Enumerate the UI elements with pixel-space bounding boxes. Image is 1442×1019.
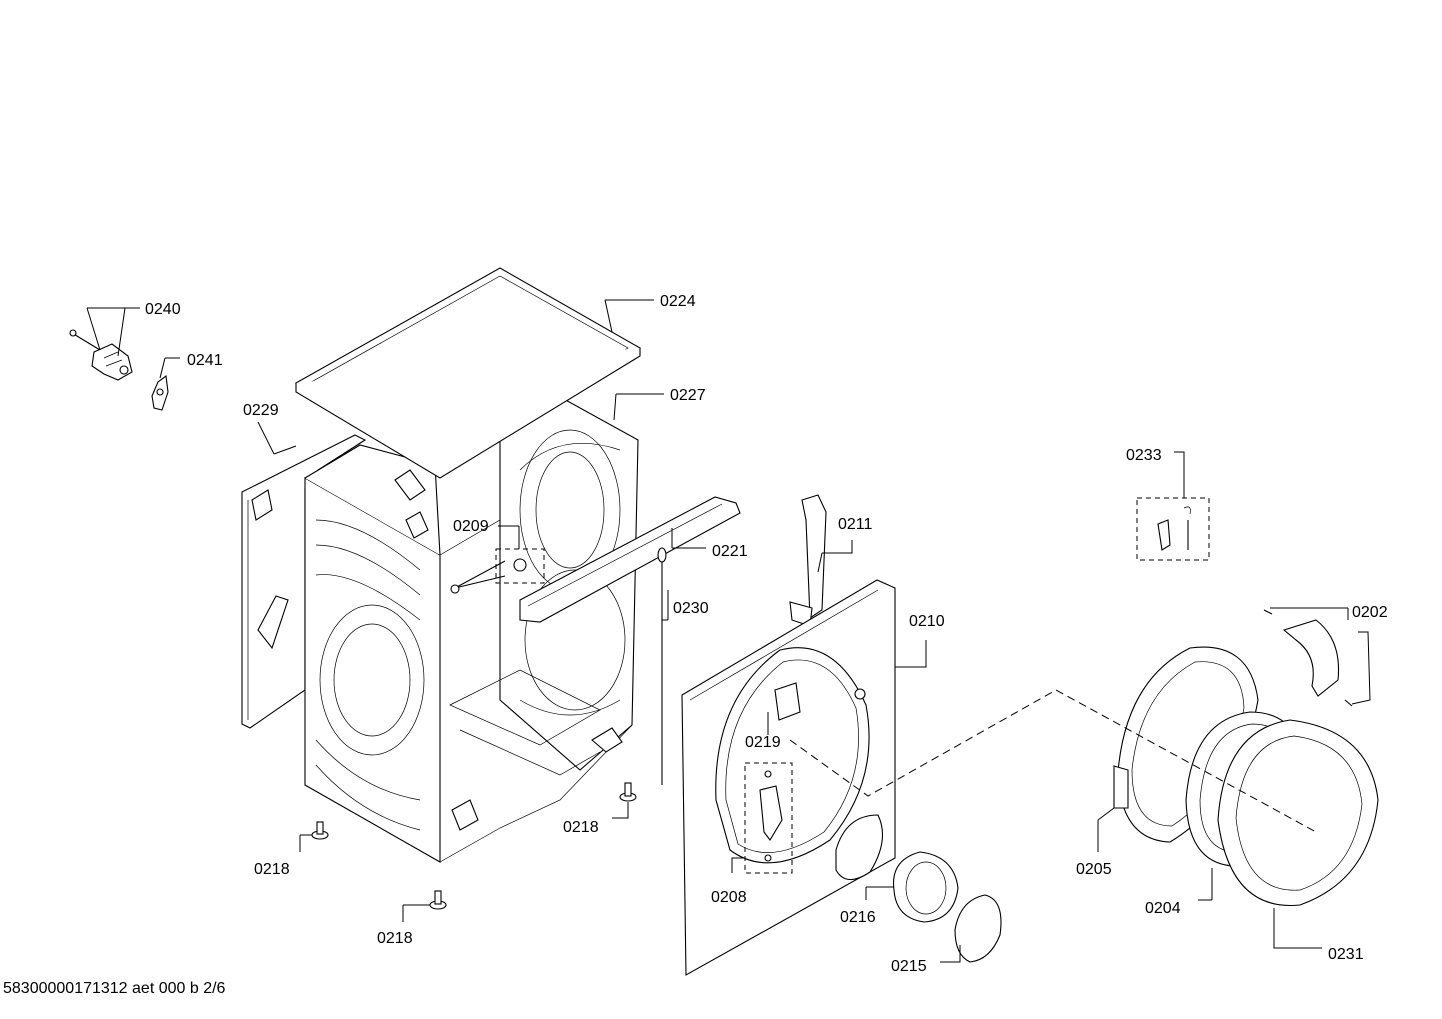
part-0219-door-lock — [774, 682, 801, 721]
label-0208: 0208 — [711, 889, 747, 906]
part-0205-door-frame — [1113, 646, 1259, 843]
label-0218-left: 0218 — [254, 861, 290, 878]
part-labels: 0240 0241 0224 0227 0229 0209 0221 0230 … — [145, 293, 1388, 975]
part-0215-cover — [954, 894, 1002, 963]
part-0210-front-panel — [681, 579, 896, 976]
part-0216-ring — [892, 851, 959, 923]
part-0240-clamp — [69, 329, 133, 381]
part-0224-top-cover — [294, 267, 642, 479]
label-0218-front: 0218 — [377, 930, 413, 947]
label-0219: 0219 — [745, 734, 781, 751]
label-0227: 0227 — [670, 387, 706, 404]
label-0233: 0233 — [1126, 447, 1162, 464]
part-0231-door-ring — [1217, 719, 1379, 907]
label-0215: 0215 — [891, 958, 927, 975]
label-0218-right: 0218 — [563, 819, 599, 836]
part-0211-bracket — [789, 494, 827, 627]
label-0209: 0209 — [453, 518, 489, 535]
part-0209-insert — [450, 548, 545, 594]
label-0221: 0221 — [712, 543, 748, 560]
label-0202: 0202 — [1352, 604, 1388, 621]
label-0240: 0240 — [145, 301, 181, 318]
part-0202-hinge-cover — [1263, 609, 1353, 707]
label-0224: 0224 — [660, 293, 696, 310]
label-0205: 0205 — [1076, 861, 1112, 878]
part-0230-rod — [657, 547, 667, 785]
label-0229: 0229 — [243, 402, 279, 419]
center-axis-line — [789, 689, 1317, 833]
part-0221-crossbar — [519, 496, 741, 623]
part-0241-hook — [151, 374, 169, 411]
label-0210: 0210 — [909, 613, 945, 630]
leader-lines — [86, 299, 1371, 963]
label-0230: 0230 — [673, 600, 709, 617]
part-0218-foot-left — [311, 821, 329, 840]
label-0211: 0211 — [838, 516, 873, 533]
label-0241: 0241 — [187, 352, 223, 369]
part-0233-kit — [1136, 497, 1210, 561]
label-0231: 0231 — [1328, 946, 1364, 963]
label-0204: 0204 — [1145, 900, 1181, 917]
document-code: 58300000171312 aet 000 b 2/6 — [3, 980, 226, 997]
part-0218-foot-front — [429, 890, 447, 910]
part-cabinet-body — [304, 397, 639, 863]
label-0216: 0216 — [840, 909, 876, 926]
part-0218-foot-right — [619, 782, 637, 802]
part-0208-hinge — [744, 762, 793, 874]
